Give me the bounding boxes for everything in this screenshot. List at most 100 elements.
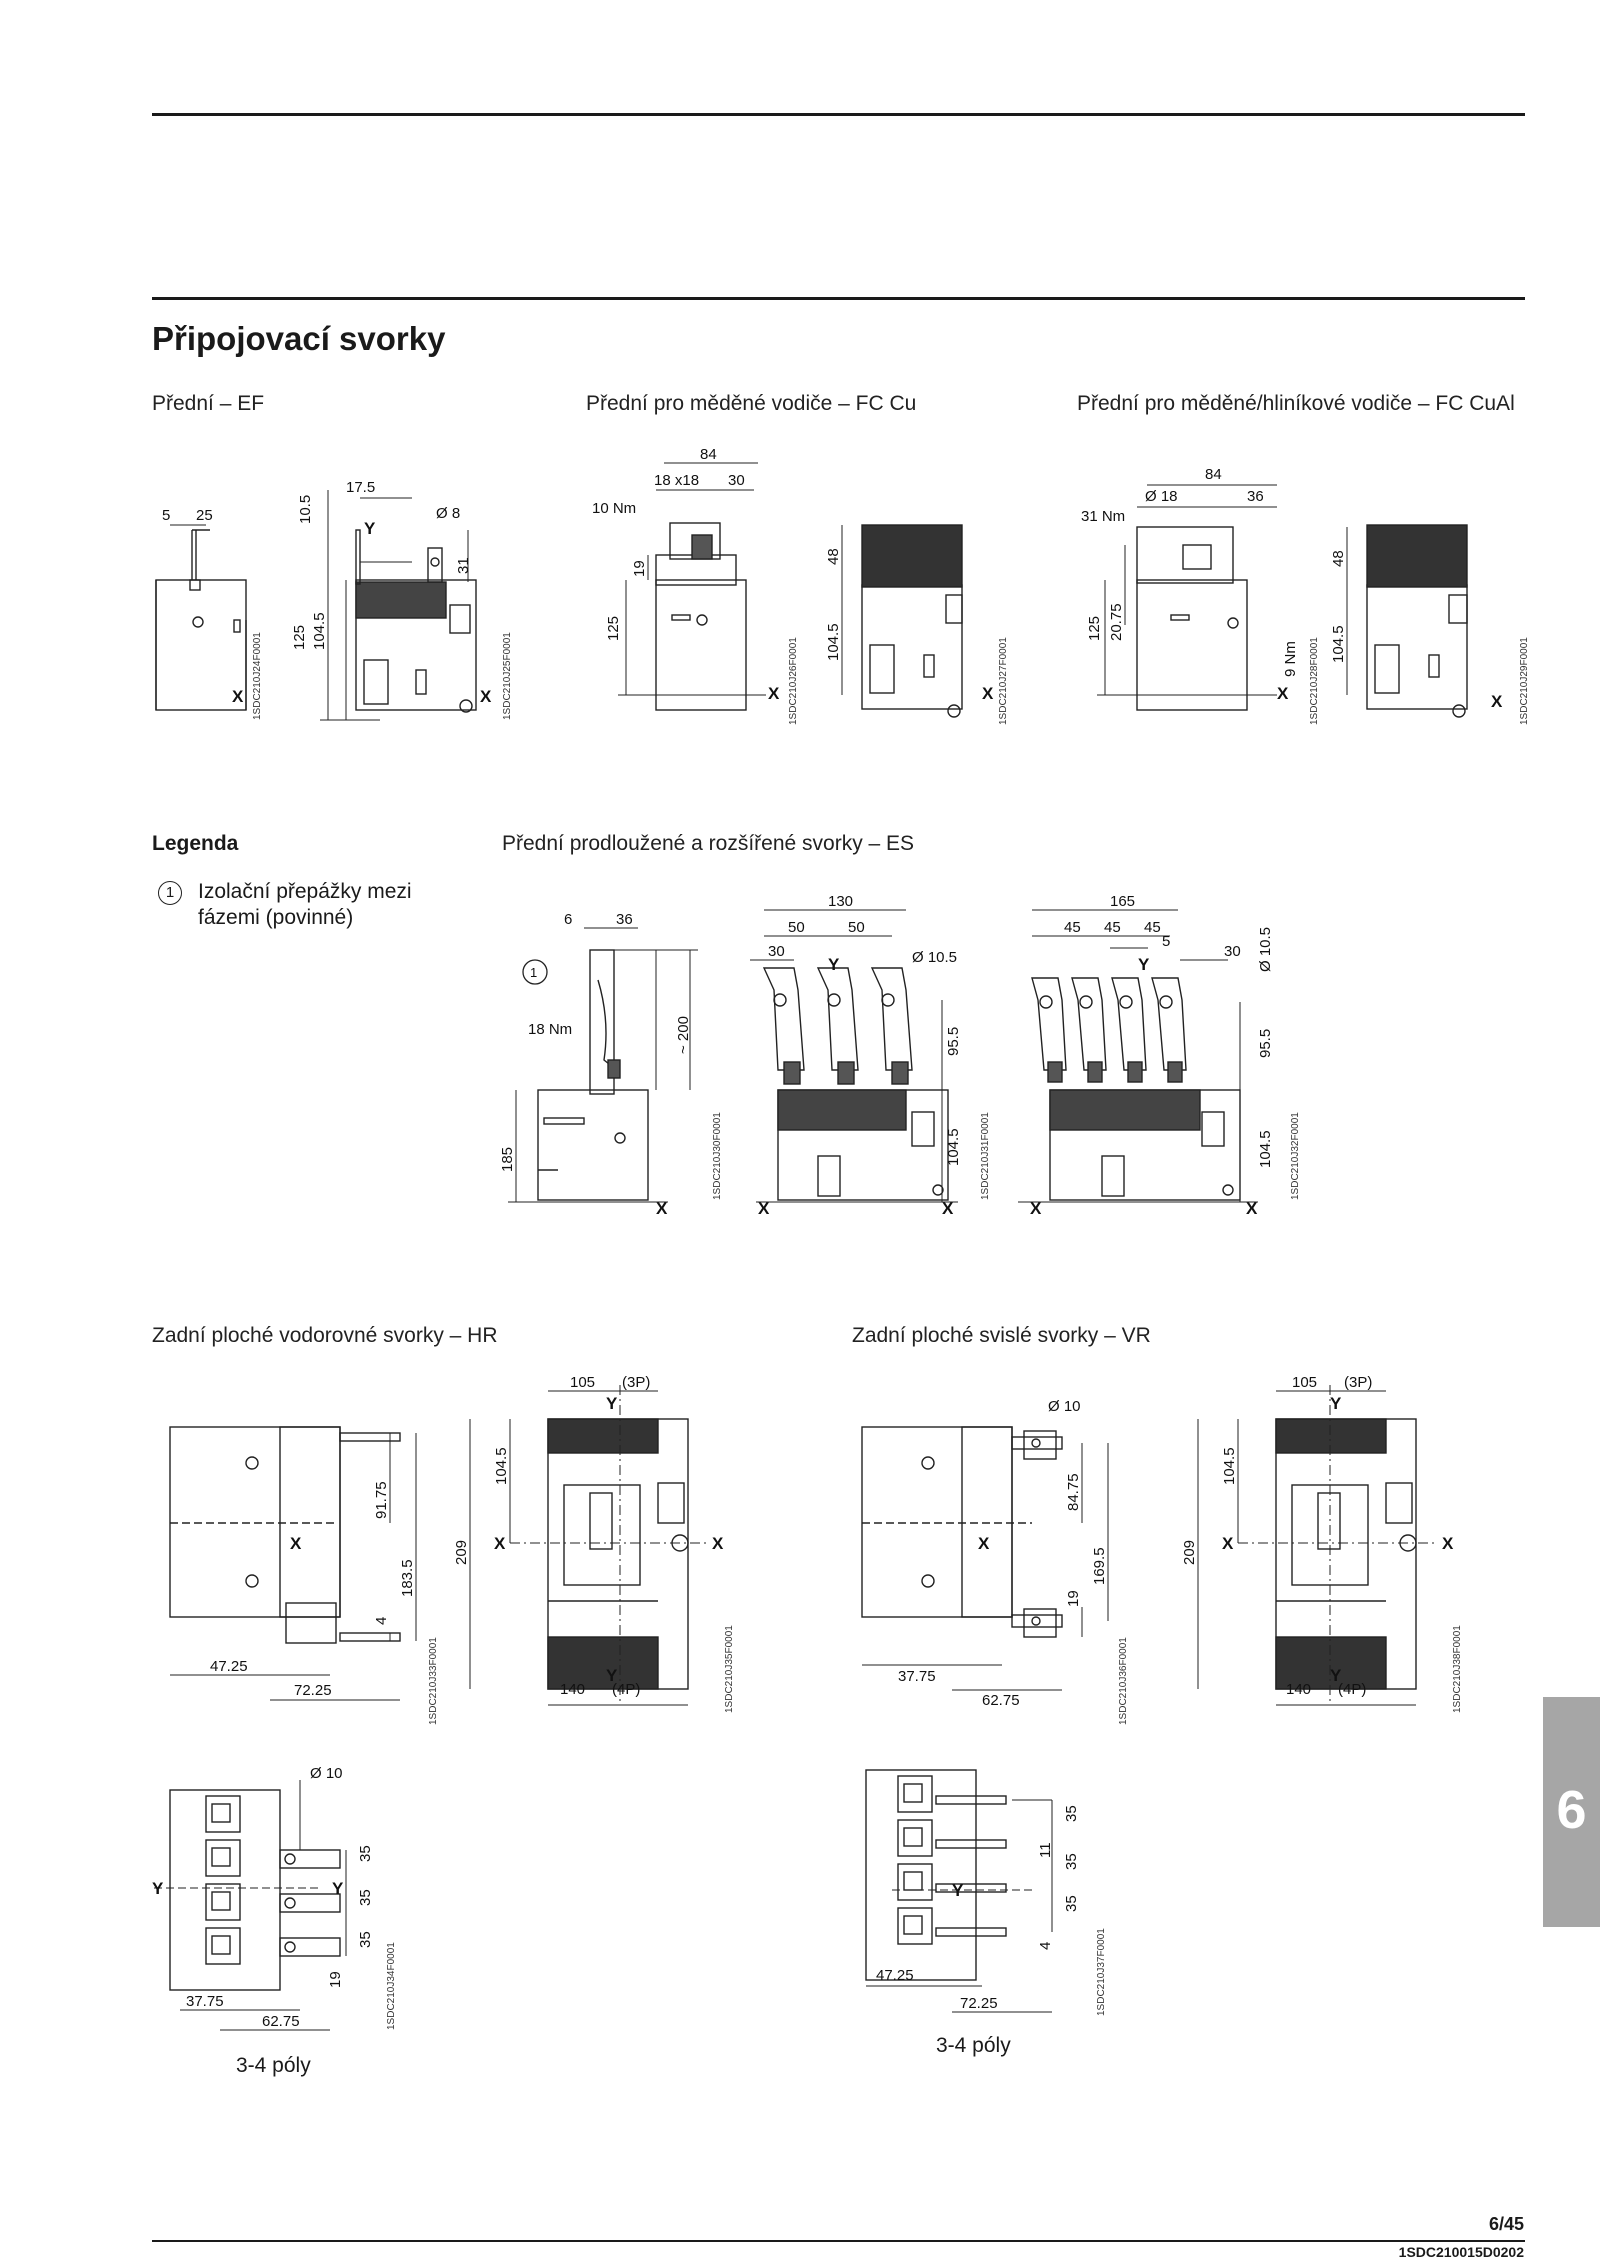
svg-text:Ø 10.5: Ø 10.5 <box>912 949 957 966</box>
caption-es: Přední prodloužené a rozšířené svorky – … <box>502 832 915 855</box>
svg-text:31: 31 <box>455 557 472 574</box>
svg-text:X: X <box>1222 1534 1234 1553</box>
svg-text:50: 50 <box>848 919 865 936</box>
svg-text:(4P): (4P) <box>612 1681 640 1698</box>
svg-text:105: 105 <box>570 1374 595 1391</box>
svg-text:50: 50 <box>788 919 805 936</box>
svg-text:104.5: 104.5 <box>1330 625 1347 663</box>
svg-text:35: 35 <box>357 1931 374 1948</box>
svg-text:Y: Y <box>606 1394 618 1413</box>
svg-text:6: 6 <box>564 911 572 928</box>
svg-text:48: 48 <box>825 548 842 565</box>
svg-text:36: 36 <box>1247 488 1264 505</box>
svg-text:165: 165 <box>1110 893 1135 910</box>
svg-text:X: X <box>1491 692 1503 711</box>
svg-text:19: 19 <box>631 560 648 577</box>
svg-text:140: 140 <box>560 1681 585 1698</box>
svg-text:Y: Y <box>1138 955 1150 974</box>
svg-text:1SDC210J26F0001: 1SDC210J26F0001 <box>788 637 799 725</box>
svg-text:Ø 18: Ø 18 <box>1145 488 1178 505</box>
svg-text:104.5: 104.5 <box>311 612 328 650</box>
svg-text:140: 140 <box>1286 1681 1311 1698</box>
svg-text:5: 5 <box>162 507 170 524</box>
caption-fc-cual: Přední pro měděné/hliníkové vodiče – FC … <box>1077 392 1515 415</box>
svg-text:X: X <box>1442 1534 1454 1553</box>
svg-text:10 Nm: 10 Nm <box>592 500 636 517</box>
svg-text:X: X <box>232 687 244 706</box>
svg-text:104.5: 104.5 <box>825 623 842 661</box>
svg-text:Y: Y <box>332 1879 344 1898</box>
svg-text:84.75: 84.75 <box>1065 1473 1082 1511</box>
svg-text:1SDC210J36F0001: 1SDC210J36F0001 <box>1118 1637 1129 1725</box>
svg-text:11: 11 <box>1037 1842 1054 1858</box>
svg-text:(3P): (3P) <box>622 1374 650 1391</box>
svg-text:31 Nm: 31 Nm <box>1081 508 1125 525</box>
svg-text:183.5: 183.5 <box>399 1559 416 1597</box>
svg-text:72.25: 72.25 <box>294 1682 332 1699</box>
svg-text:19: 19 <box>1065 1590 1082 1607</box>
document-code: 1SDC210015D0202 <box>1398 2244 1524 2260</box>
svg-text:125: 125 <box>1086 616 1103 641</box>
svg-text:30: 30 <box>728 472 745 489</box>
svg-text:35: 35 <box>357 1845 374 1862</box>
svg-text:1SDC210J33F0001: 1SDC210J33F0001 <box>428 1637 439 1725</box>
svg-text:30: 30 <box>1224 943 1241 960</box>
svg-text:19: 19 <box>327 1971 344 1988</box>
svg-text:125: 125 <box>605 616 622 641</box>
svg-text:1SDC210J27F0001: 1SDC210J27F0001 <box>998 637 1009 725</box>
page-number: 6/45 <box>1488 2214 1524 2234</box>
caption-vr: Zadní ploché svislé svorky – VR <box>852 1324 1151 1347</box>
svg-text:35: 35 <box>1063 1805 1080 1822</box>
svg-text:47.25: 47.25 <box>210 1658 248 1675</box>
svg-text:62.75: 62.75 <box>262 2013 300 2030</box>
svg-text:X: X <box>480 687 492 706</box>
svg-text:20.75: 20.75 <box>1108 603 1125 641</box>
svg-text:1: 1 <box>530 965 537 980</box>
legend-item: Izolační přepážky mezi fázemi (povinné) <box>198 880 412 929</box>
svg-text:48: 48 <box>1330 550 1347 567</box>
drawing-ef: 5 25 10.5 17.5 Ø 8 31 125 104.5 X Y X 1S… <box>155 479 513 721</box>
drawing-hr-poles: Ø 10 35 35 35 19 37.75 62.75 Y Y 1SDC210… <box>152 1765 397 2031</box>
svg-text:1SDC210J34F0001: 1SDC210J34F0001 <box>386 1942 397 2030</box>
svg-text:1SDC210J24F0001: 1SDC210J24F0001 <box>252 632 263 720</box>
header-rule <box>152 113 1525 116</box>
svg-text:37.75: 37.75 <box>186 1993 224 2010</box>
drawing-vr: Ø 10 84.75 169.5 19 37.75 62.75 X 1SDC21… <box>861 1374 1463 1725</box>
svg-text:1SDC210J35F0001: 1SDC210J35F0001 <box>724 1625 735 1713</box>
svg-text:X: X <box>1277 684 1289 703</box>
svg-text:105: 105 <box>1292 1374 1317 1391</box>
svg-text:X: X <box>290 1534 302 1553</box>
svg-text:Y: Y <box>828 955 840 974</box>
svg-text:X: X <box>712 1534 724 1553</box>
svg-text:9 Nm: 9 Nm <box>1282 641 1299 677</box>
svg-text:X: X <box>978 1534 990 1553</box>
caption-hr-poles: 3-4 póly <box>236 2054 311 2077</box>
svg-text:130: 130 <box>828 893 853 910</box>
svg-text:X: X <box>494 1534 506 1553</box>
legend-heading: Legenda <box>152 832 239 855</box>
chapter-tab: 6 <box>1543 1697 1600 1927</box>
svg-text:~ 200: ~ 200 <box>675 1016 692 1054</box>
footer-rule <box>152 2240 1525 2242</box>
svg-text:(3P): (3P) <box>1344 1374 1372 1391</box>
drawing-fc-cu: 84 18 x18 30 10 Nm 19 125 48 104.5 X X 1… <box>592 446 1009 725</box>
svg-text:X: X <box>942 1199 954 1218</box>
svg-text:4: 4 <box>1037 1942 1054 1950</box>
svg-text:36: 36 <box>616 911 633 928</box>
svg-text:Y: Y <box>1330 1394 1342 1413</box>
svg-text:Ø 10: Ø 10 <box>1048 1398 1081 1415</box>
svg-text:185: 185 <box>499 1147 516 1172</box>
svg-text:47.25: 47.25 <box>876 1967 914 1984</box>
svg-text:35: 35 <box>1063 1853 1080 1870</box>
svg-text:104.5: 104.5 <box>945 1128 962 1166</box>
svg-text:72.25: 72.25 <box>960 1995 998 2012</box>
svg-text:1SDC210J25F0001: 1SDC210J25F0001 <box>502 632 513 720</box>
svg-text:104.5: 104.5 <box>1221 1447 1238 1485</box>
svg-text:84: 84 <box>700 446 717 463</box>
svg-text:1SDC210J38F0001: 1SDC210J38F0001 <box>1452 1625 1463 1713</box>
svg-text:Ø 10: Ø 10 <box>310 1765 343 1782</box>
svg-text:X: X <box>656 1199 668 1218</box>
svg-text:X: X <box>758 1199 770 1218</box>
svg-text:Y: Y <box>364 519 376 538</box>
svg-text:45: 45 <box>1104 919 1121 936</box>
